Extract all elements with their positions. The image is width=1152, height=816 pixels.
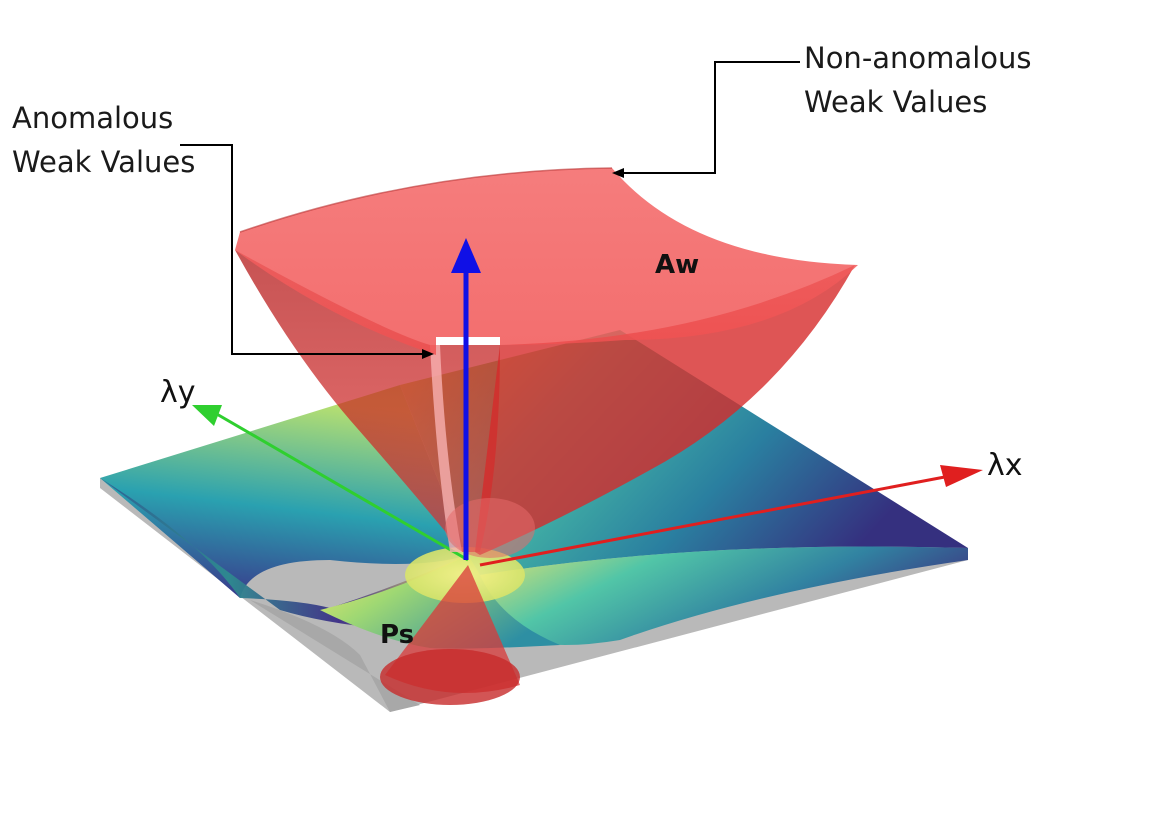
aw-cone-slit: [430, 345, 462, 552]
aw-top-surface: [235, 168, 858, 355]
callout-non-anomalous-line2: Weak Values: [804, 85, 988, 119]
ps-surface-label: Ps: [380, 620, 415, 650]
x-axis-line: [479, 474, 951, 567]
base-slab-shadow: [250, 600, 420, 712]
aw-cone-right: [475, 265, 855, 555]
callout-non-anomalous-line1: Non-anomalous: [804, 41, 1032, 75]
aw-top-edge: [239, 167, 613, 233]
y-axis-arrowhead: [192, 405, 222, 426]
x-axis-arrowhead: [940, 465, 983, 487]
anomalous-leader: [180, 144, 426, 355]
anomalous-arrowhead: [422, 349, 434, 359]
z-axis-arrowhead: [451, 238, 481, 273]
peak-nozzle: [445, 498, 535, 558]
nonanomalous-arrowhead: [612, 168, 624, 178]
callout-non-anomalous-weak-values: Non-anomalous Weak Values: [804, 36, 1031, 124]
callout-anomalous-line2: Weak Values: [12, 145, 196, 179]
y-axis-label: λy: [160, 375, 196, 410]
nonanomalous-leader: [620, 61, 800, 174]
surface-right: [480, 546, 968, 645]
ps-cone-base: [380, 649, 520, 705]
callout-anomalous-weak-values: Anomalous Weak Values: [12, 96, 195, 184]
x-axis-label: λx: [987, 448, 1023, 483]
aw-surface-label: Aw: [655, 250, 700, 280]
surface-front-peak: [320, 555, 560, 649]
callout-anomalous-line1: Anomalous: [12, 101, 174, 135]
y-axis-line: [214, 411, 469, 562]
aw-cone-left: [235, 250, 500, 552]
